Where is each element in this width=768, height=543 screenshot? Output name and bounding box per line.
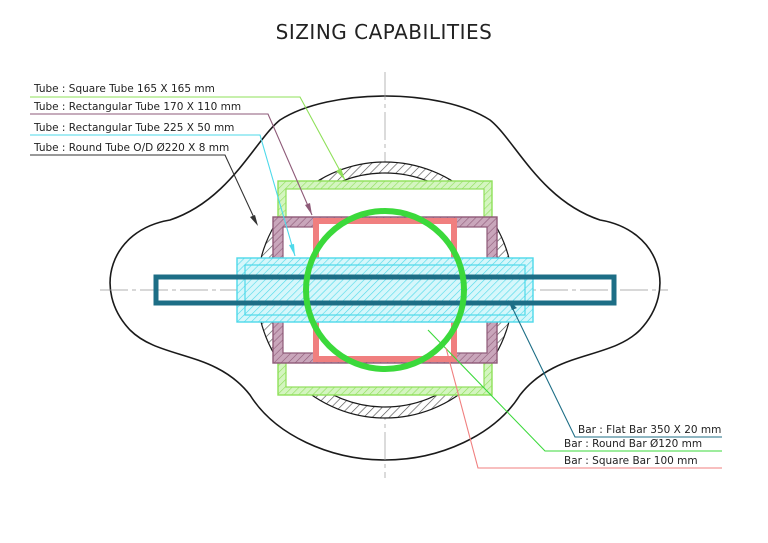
- arrow-flat-bar: [508, 300, 517, 310]
- arrow-rect-tube-225: [289, 244, 295, 256]
- label-square-bar: Bar : Square Bar 100 mm: [564, 455, 698, 467]
- leader-round-tube: [30, 154, 257, 223]
- flat-bar-shape: [153, 274, 617, 306]
- arrow-round-tube: [250, 215, 258, 226]
- arrow-rect-tube-170: [305, 203, 312, 215]
- round-bar-shape: [303, 208, 467, 372]
- leader-rect-tube-225: [30, 134, 296, 257]
- leader-square-bar: [445, 347, 722, 469]
- label-round-tube: Tube : Round Tube O/D Ø220 X 8 mm: [33, 142, 229, 154]
- leader-round-bar: [427, 329, 722, 452]
- label-square-tube: Tube : Square Tube 165 X 165 mm: [33, 83, 215, 95]
- leader-square-tube: [30, 96, 346, 181]
- label-round-bar: Bar : Round Bar Ø120 mm: [564, 438, 702, 450]
- rect-tube-225-shape: [236, 257, 534, 323]
- label-rect-tube-225: Tube : Rectangular Tube 225 X 50 mm: [33, 122, 234, 134]
- arrow-square-tube: [336, 168, 345, 180]
- leader-flat-bar: [509, 302, 722, 438]
- label-rect-tube-170: Tube : Rectangular Tube 170 X 110 mm: [33, 101, 241, 113]
- page-title: SIZING CAPABILITIES: [275, 20, 493, 44]
- leader-rect-tube-170: [30, 113, 313, 216]
- label-flat-bar: Bar : Flat Bar 350 X 20 mm: [578, 424, 721, 436]
